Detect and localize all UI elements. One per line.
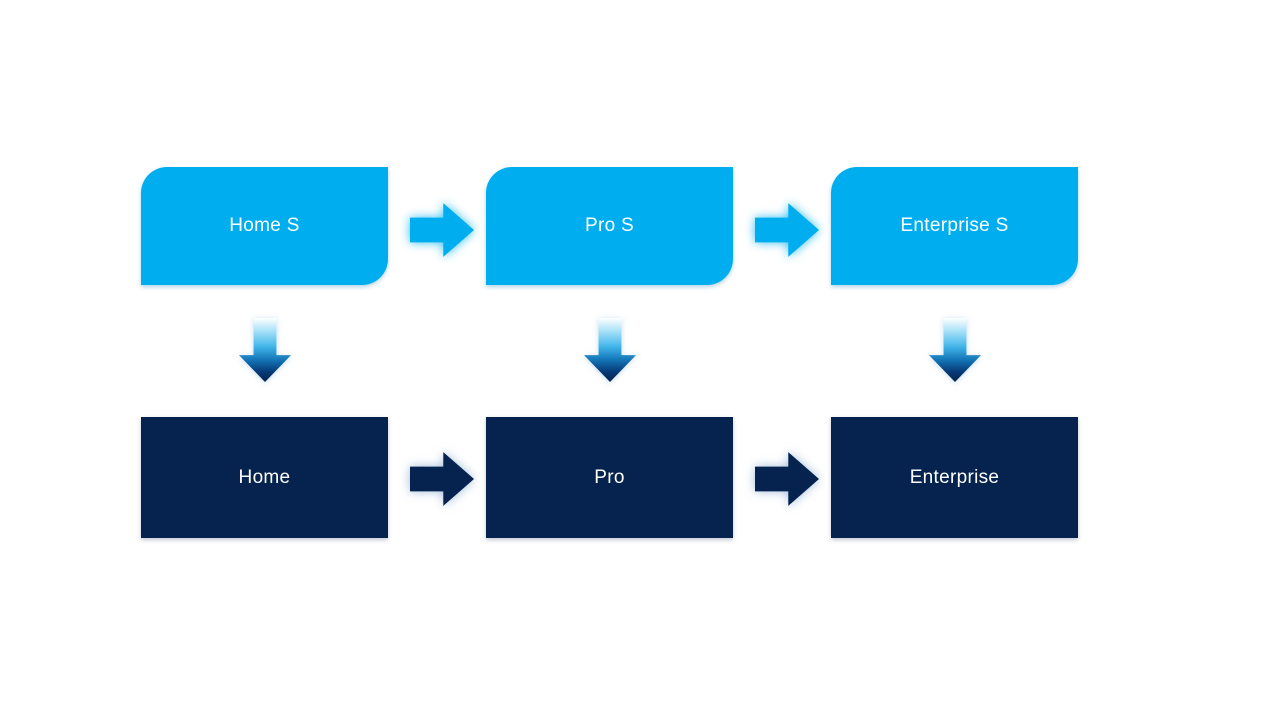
box-home-s-label: Home S — [229, 215, 300, 236]
down-arrow-shape — [239, 318, 291, 382]
box-home-label: Home — [238, 466, 291, 488]
down-arrow-icon — [584, 318, 636, 382]
right-arrow-shape — [410, 203, 474, 257]
right-arrow-icon — [410, 202, 474, 258]
box-enterprise-s: Enterprise S — [831, 167, 1078, 285]
box-home: Home — [141, 417, 388, 538]
box-pro-s: Pro S — [486, 167, 733, 285]
down-arrow-icon — [929, 318, 981, 382]
right-arrow-icon — [755, 202, 819, 258]
box-enterprise-s-label: Enterprise S — [900, 215, 1009, 236]
right-arrow-shape — [755, 452, 819, 506]
down-arrow-icon — [239, 318, 291, 382]
down-arrow-shape — [929, 318, 981, 382]
box-enterprise-label: Enterprise — [909, 466, 1000, 488]
box-pro: Pro — [486, 417, 733, 538]
right-arrow-shape — [410, 452, 474, 506]
box-pro-label: Pro — [594, 466, 625, 488]
right-arrow-icon — [755, 451, 819, 507]
right-arrow-shape — [755, 203, 819, 257]
box-home-s: Home S — [141, 167, 388, 285]
right-arrow-icon — [410, 451, 474, 507]
down-arrow-shape — [584, 318, 636, 382]
box-pro-s-label: Pro S — [584, 215, 635, 236]
box-enterprise: Enterprise — [831, 417, 1078, 538]
